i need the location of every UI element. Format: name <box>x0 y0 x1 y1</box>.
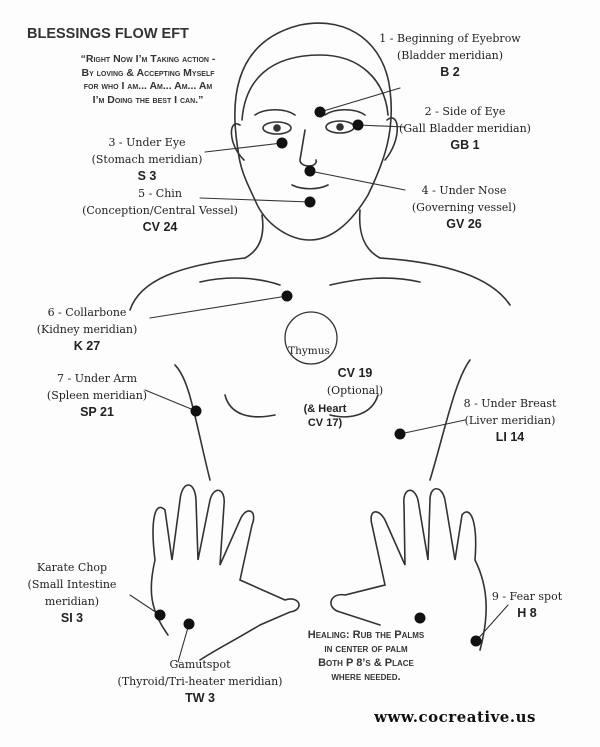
point-cv24 <box>304 196 316 208</box>
chest-left <box>224 394 276 418</box>
label-gb1: 2 - Side of Eye(Gall Bladder meridian)GB… <box>399 105 531 152</box>
label-gv26: 4 - Under Nose(Governing vessel)GV 26 <box>411 184 517 231</box>
nose <box>299 129 317 167</box>
eye-left <box>262 121 292 135</box>
label-k27: 6 - Collarbone(Kidney meridian)K 27 <box>36 306 138 353</box>
point-gb1 <box>352 119 364 131</box>
label-sp21: 7 - Under Arm(Spleen meridian)SP 21 <box>46 372 148 419</box>
point-gv26 <box>304 165 316 177</box>
ear-right <box>384 117 398 161</box>
quote-line: “Right Now I’m Taking action - <box>80 53 216 65</box>
label-tw3: Gamutspot(Thyroid/Tri-heater meridian)TW… <box>117 658 283 705</box>
label-cv19: CV 19(Optional) <box>326 366 384 397</box>
shoulders <box>129 257 511 311</box>
website-link[interactable]: www.cocreative.us <box>374 708 536 726</box>
hair <box>241 54 389 121</box>
ear-left <box>230 123 245 161</box>
quote-line: for who I am... Am... Am... Am <box>83 80 213 92</box>
thymus-label: Thymus <box>288 345 330 357</box>
point-si3 <box>154 609 166 621</box>
affirmation-quote: “Right Now I’m Taking action - By loving… <box>81 53 216 107</box>
quote-line: By loving & Accepting Myself <box>81 66 215 79</box>
eyebrow-left <box>254 108 296 116</box>
thymus-circle <box>284 311 338 365</box>
neck-left <box>244 214 264 259</box>
point-p8 <box>414 612 426 624</box>
point-k27 <box>281 290 293 302</box>
leader-lines <box>129 87 509 663</box>
armpit-right <box>429 359 471 481</box>
neck-right <box>358 209 381 259</box>
mouth <box>291 184 329 190</box>
point-h8 <box>470 635 482 647</box>
point-li14 <box>394 428 406 440</box>
left-hand <box>150 484 300 661</box>
point-tw3 <box>183 618 195 630</box>
chest-right <box>329 394 379 418</box>
label-b2: 1 - Beginning of Eyebrow(Bladder meridia… <box>379 32 521 79</box>
right-hand <box>330 487 487 651</box>
label-li14: 8 - Under Breast(Liver meridian)LI 14 <box>463 397 557 444</box>
head-outline <box>234 22 393 241</box>
armpit-left <box>174 364 211 481</box>
point-sp21 <box>190 405 202 417</box>
point-s3 <box>276 137 288 149</box>
point-b2 <box>314 106 326 118</box>
eyebrow-right <box>324 108 366 116</box>
collar-lines <box>199 277 421 286</box>
chart-title: BLESSINGS FLOW EFT <box>27 26 189 42</box>
label-s3: 3 - Under Eye(Stomach meridian)S 3 <box>91 136 203 183</box>
label-cv24: 5 - Chin(Conception/Central Vessel)CV 24 <box>82 187 238 234</box>
quote-line: I’m Doing the best I can.” <box>92 93 204 106</box>
